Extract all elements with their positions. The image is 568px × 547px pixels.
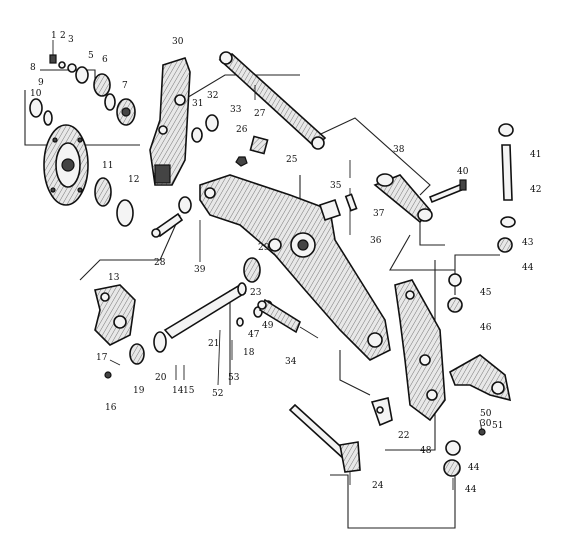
callout-45: 45: [480, 288, 492, 298]
callout-24: 24: [372, 481, 384, 491]
callout-50-b: 30: [480, 419, 492, 429]
callout-30: 30: [172, 37, 184, 47]
callout-13: 13: [108, 273, 120, 283]
callout-2: 2: [60, 31, 66, 41]
lever-arm: [449, 354, 512, 436]
callout-44-b: 44: [468, 463, 480, 473]
callout-14: 14: [172, 386, 184, 396]
callout-8: 8: [30, 63, 36, 73]
left-lower-bracket: [94, 284, 136, 346]
callout-41: 41: [530, 150, 541, 160]
callout-28: 28: [154, 258, 166, 268]
hub-flange: [29, 98, 134, 227]
callout-11: 11: [102, 161, 113, 171]
callout-21: 21: [208, 339, 219, 349]
callout-7: 7: [122, 81, 128, 91]
callout-16: 16: [105, 403, 117, 413]
callout-35: 35: [330, 181, 342, 191]
callout-34: 34: [285, 357, 297, 367]
long-shaft: [163, 282, 247, 340]
callout-12: 12: [128, 175, 139, 185]
upper-bracket: [149, 57, 191, 186]
callout-32: 32: [207, 91, 218, 101]
callout-27: 27: [254, 109, 266, 119]
callout-43: 43: [522, 238, 534, 248]
callout-33: 33: [230, 105, 242, 115]
callout-31: 31: [192, 99, 203, 109]
callout-1: 1: [51, 31, 57, 41]
callout-15: 15: [183, 386, 195, 396]
callout-37: 37: [373, 209, 385, 219]
callout-40: 40: [457, 167, 469, 177]
callout-5: 5: [88, 51, 94, 61]
washers-45-46: [447, 273, 463, 313]
callout-50-a: 50: [480, 409, 492, 419]
callout-19: 19: [133, 386, 145, 396]
callout-23: 23: [250, 288, 262, 298]
callout-22: 22: [398, 431, 409, 441]
callout-53: 53: [228, 373, 240, 383]
callout-6: 6: [102, 55, 108, 65]
callout-42: 42: [530, 185, 541, 195]
rod-24: [288, 403, 361, 485]
callout-36: 36: [370, 236, 382, 246]
callout-52: 52: [212, 389, 223, 399]
top-link-rod: [218, 51, 327, 150]
callout-44-a: 44: [522, 263, 534, 273]
callout-48: 48: [420, 446, 432, 456]
callout-17: 17: [96, 353, 108, 363]
bolt-40: [428, 179, 467, 204]
callout-51: 51: [492, 421, 503, 431]
callout-labels: 1 2 3 5 6 7 8 9 10 11 12 13 14 15 16 17 …: [30, 31, 541, 495]
right-pin-stack: [497, 123, 516, 253]
callout-47: 47: [248, 330, 260, 340]
callout-29: 29: [258, 243, 270, 253]
callout-20: 20: [155, 373, 167, 383]
callout-26: 26: [236, 125, 248, 135]
callout-3: 3: [68, 35, 74, 45]
bottom-washers: [443, 440, 461, 490]
right-lower-bracket: [394, 279, 446, 422]
hydraulic-cylinder: [257, 298, 319, 339]
callout-38: 38: [393, 145, 405, 155]
callout-25: 25: [286, 155, 298, 165]
nut-and-block: [235, 135, 269, 167]
left-small-hardware: [104, 331, 185, 380]
small-rings-31-34: [191, 114, 219, 143]
main-a-frame: [199, 174, 391, 361]
pin-28-39: [151, 196, 201, 262]
callout-18: 18: [243, 348, 255, 358]
callout-39: 39: [194, 265, 206, 275]
clevis-22: [370, 397, 393, 427]
turnbuckle: [344, 160, 433, 235]
callout-46: 46: [480, 323, 492, 333]
callout-49: 49: [262, 321, 274, 331]
callout-9: 9: [38, 78, 44, 88]
top-left-hardware: [49, 40, 136, 126]
callout-10: 10: [30, 89, 42, 99]
callout-44-c: 44: [465, 485, 477, 495]
